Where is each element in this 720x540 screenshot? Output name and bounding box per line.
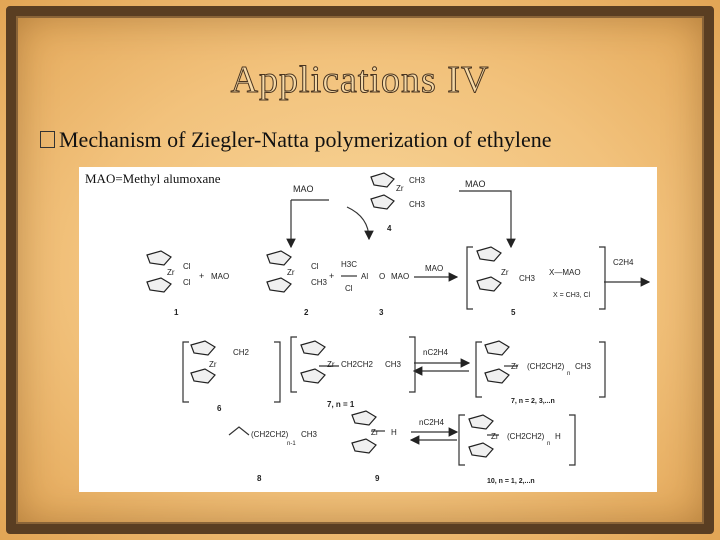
slide-frame bbox=[6, 6, 714, 534]
label-mao-top-right: MAO bbox=[465, 179, 486, 189]
figure-label: MAO=Methyl alumoxane bbox=[85, 171, 221, 186]
label-num-1: 1 bbox=[174, 308, 179, 317]
label-x-eq: X = CH3, Cl bbox=[553, 292, 591, 299]
label-h-10: H bbox=[555, 432, 561, 441]
label-num-4: 4 bbox=[387, 224, 392, 233]
label-plus-1: + bbox=[199, 271, 204, 281]
label-nc2h4-mid: nC2H4 bbox=[423, 348, 448, 357]
label-n-8: n-1 bbox=[287, 441, 296, 447]
label-al-3: Al bbox=[361, 272, 368, 281]
label-cl-1a: Cl bbox=[183, 262, 191, 271]
cp-rings bbox=[146, 172, 510, 458]
bracket-6-left bbox=[182, 341, 189, 403]
label-num-7b: 7, n = 2, 3,...n bbox=[511, 398, 555, 405]
bracket-5-right bbox=[599, 246, 606, 310]
label-mao-3: MAO bbox=[391, 272, 409, 281]
label-zr-10: Zr bbox=[491, 432, 499, 441]
label-chain-8: (CH2CH2) bbox=[251, 430, 289, 439]
bullet-item: Mechanism of Ziegler-Natta polymerizatio… bbox=[40, 127, 552, 153]
label-num-9: 9 bbox=[375, 474, 380, 483]
label-h3c-3: H3C bbox=[341, 260, 357, 269]
bracket-7-left bbox=[290, 336, 297, 393]
bullet-glyph-icon bbox=[40, 131, 55, 148]
label-num-7: 7, n = 1 bbox=[327, 400, 355, 409]
label-mao-arrow: MAO bbox=[425, 264, 443, 273]
label-cl-3: Cl bbox=[345, 284, 353, 293]
label-zr-4: Zr bbox=[396, 184, 404, 193]
label-ch3-4b: CH3 bbox=[409, 200, 426, 209]
label-cl-2: Cl bbox=[311, 262, 319, 271]
label-chain-7: CH2CH2 bbox=[341, 360, 374, 369]
label-num-2: 2 bbox=[304, 308, 309, 317]
label-x-mao: X—MAO bbox=[549, 268, 581, 277]
label-zr-6: Zr bbox=[209, 360, 217, 369]
label-o-3: O bbox=[379, 272, 385, 281]
label-zr-1: Zr bbox=[167, 268, 175, 277]
label-zr-7: Zr bbox=[327, 360, 335, 369]
label-chain-7b: (CH2CH2) bbox=[527, 362, 565, 371]
label-n-10: n bbox=[547, 441, 550, 447]
label-ch3-7b: CH3 bbox=[575, 362, 592, 371]
slide-title: Applications IV bbox=[230, 59, 490, 102]
label-zr-9: Zr bbox=[371, 428, 379, 437]
label-ch2-6: CH2 bbox=[233, 348, 250, 357]
label-ch3-4a: CH3 bbox=[409, 176, 426, 185]
label-zr-2: Zr bbox=[287, 268, 295, 277]
label-num-5: 5 bbox=[511, 308, 516, 317]
label-ch3-5: CH3 bbox=[519, 274, 536, 283]
label-c2h4-top: C2H4 bbox=[613, 258, 634, 267]
bracket-10-left bbox=[458, 414, 465, 466]
label-num-8: 8 bbox=[257, 474, 262, 483]
chain-8-vinyl bbox=[228, 426, 250, 436]
label-mao-1: MAO bbox=[211, 272, 229, 281]
mechanism-figure: MAO=Methyl alumoxane bbox=[79, 167, 657, 492]
bullet-text: Mechanism of Ziegler-Natta polymerizatio… bbox=[59, 127, 552, 152]
label-cl-1b: Cl bbox=[183, 278, 191, 287]
arrow-curve bbox=[346, 206, 374, 241]
label-n-7b: n bbox=[567, 371, 570, 377]
label-plus-2: + bbox=[329, 271, 334, 281]
mechanism-diagram: MAO MAO Zr CH3 CH3 4 Zr Cl Cl + MAO 1 Zr… bbox=[146, 172, 651, 485]
label-ch3-7: CH3 bbox=[385, 360, 402, 369]
label-ch3-2: CH3 bbox=[311, 278, 328, 287]
label-mao-top: MAO bbox=[293, 184, 314, 194]
label-num-10: 10, n = 1, 2,...n bbox=[487, 478, 535, 485]
arrow-mao-right bbox=[459, 190, 516, 249]
label-chain-10: (CH2CH2) bbox=[507, 432, 545, 441]
label-nc2h4-bot: nC2H4 bbox=[419, 418, 444, 427]
label-zr-5: Zr bbox=[501, 268, 509, 277]
bracket-7b-left bbox=[475, 341, 482, 398]
label-num-6: 6 bbox=[217, 404, 222, 413]
label-num-3: 3 bbox=[379, 308, 384, 317]
label-ch3-8: CH3 bbox=[301, 430, 318, 439]
bracket-5-left bbox=[466, 246, 473, 310]
label-h-9: H bbox=[391, 428, 397, 437]
label-zr-7b: Zr bbox=[511, 362, 519, 371]
